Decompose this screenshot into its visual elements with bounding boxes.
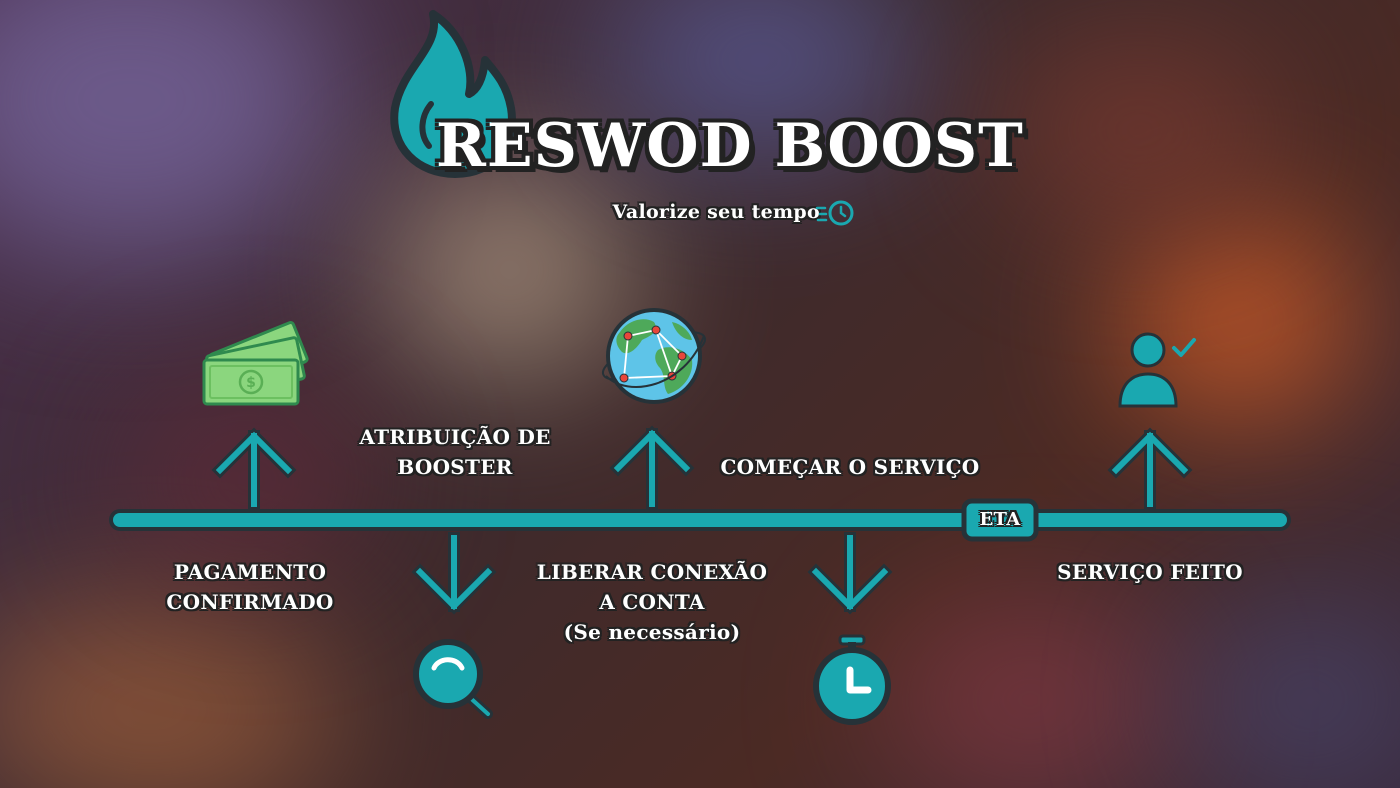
step-label-line: (Se necessário) — [563, 620, 741, 644]
svg-text:$: $ — [246, 375, 256, 391]
stopwatch-icon — [813, 634, 891, 725]
eta-badge-label: ETA — [979, 509, 1021, 530]
step-label-line: BOOSTER — [397, 455, 513, 479]
user-check-icon — [1118, 332, 1196, 408]
step-label-line: CONFIRMADO — [166, 590, 334, 614]
arrow-down-icon — [411, 532, 497, 615]
step-label-atribuicao: ATRIBUIÇÃO DE BOOSTER — [340, 422, 570, 482]
step-label-liberar-conexao: LIBERAR CONEXÃO A CONTA (Se necessário) — [522, 557, 782, 647]
clock-speed-icon — [815, 200, 854, 226]
brand-title: RESWOD BOOST — [436, 111, 1024, 181]
money-icon: $ — [202, 321, 309, 406]
step-label-line: COMEÇAR O SERVIÇO — [720, 455, 980, 479]
search-icon — [413, 639, 493, 719]
step-label-line: PAGAMENTO — [173, 560, 327, 584]
step-label-line: ATRIBUIÇÃO DE — [359, 425, 551, 449]
globe-icon — [601, 308, 707, 404]
step-label-servico-feito: SERVIÇO FEITO — [1040, 557, 1260, 587]
arrow-up-icon — [1107, 427, 1193, 510]
arrow-up-icon — [609, 425, 695, 510]
step-label-line: LIBERAR CONEXÃO — [536, 560, 768, 584]
tagline: Valorize seu tempo — [612, 201, 820, 223]
step-label-line: A CONTA — [599, 590, 705, 614]
step-label-pagamento: PAGAMENTO CONFIRMADO — [150, 557, 350, 617]
flame-logo-icon — [390, 10, 516, 178]
eta-badge — [961, 498, 1039, 542]
arrow-up-icon — [211, 427, 297, 510]
step-label-line: SERVIÇO FEITO — [1057, 560, 1243, 584]
step-label-comecar-servico: COMEÇAR O SERVIÇO — [705, 452, 995, 482]
arrow-down-icon — [807, 532, 893, 615]
